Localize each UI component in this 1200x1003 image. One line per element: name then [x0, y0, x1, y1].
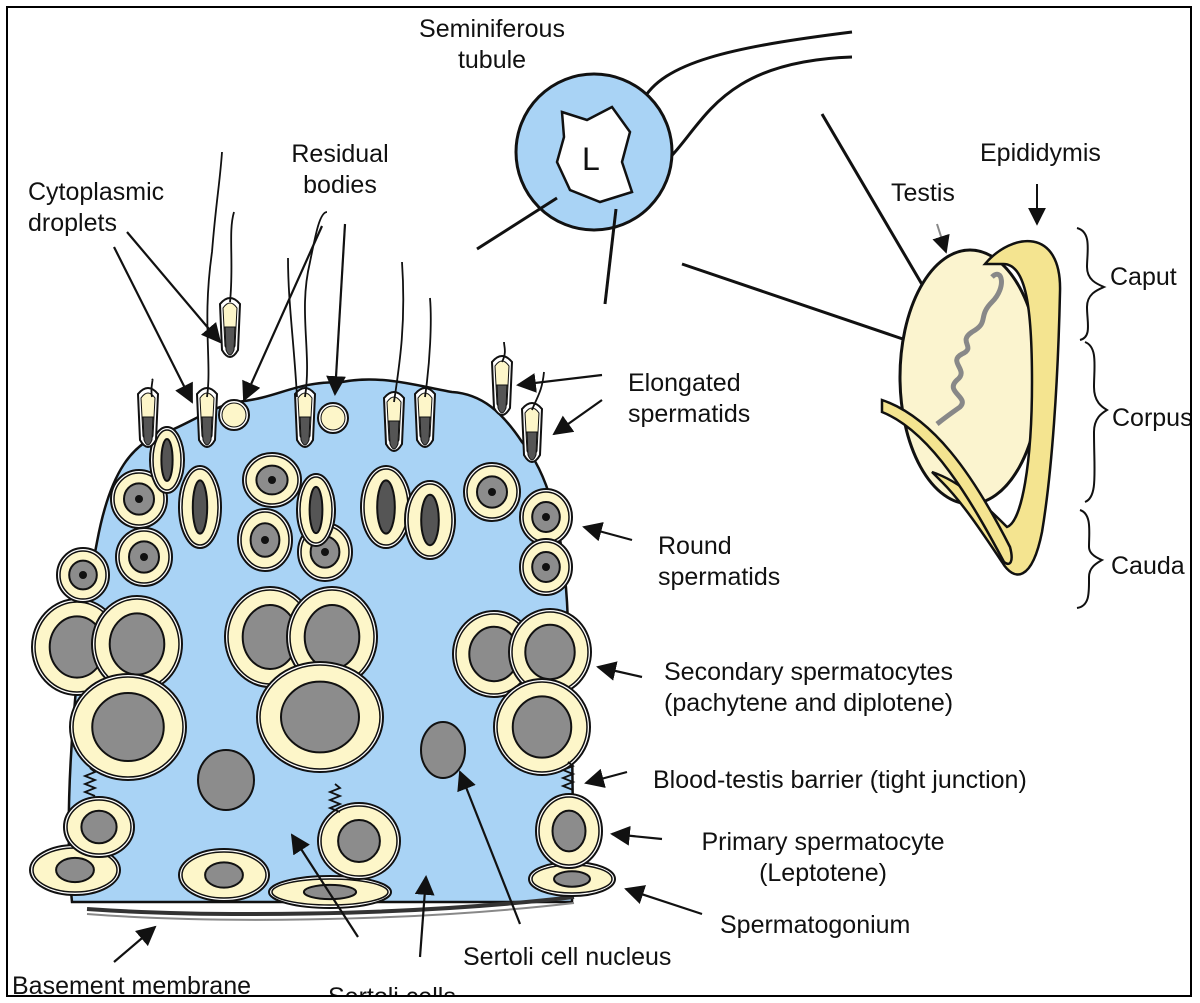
label-residual-bodies: Residual bodies — [270, 139, 410, 201]
diagram-frame: Seminiferous tubule L Residual bodies Cy… — [6, 6, 1192, 997]
label-line: Primary spermatocyte — [688, 827, 958, 858]
elongated-spermatid-head — [143, 417, 153, 445]
round-spermatid-cell-acrosome-dot — [542, 513, 550, 521]
secondary-spermatocyte-cell-nucleus — [281, 682, 359, 753]
label-secondary-spermatocytes: Secondary spermatocytes (pachytene and d… — [664, 657, 953, 719]
label-line: spermatids — [628, 399, 750, 430]
elongating-spermatid-cell-nucleus — [193, 480, 207, 533]
label-spermatogonium: Spermatogonium — [720, 910, 910, 941]
spermatogonium-cell-nucleus — [554, 871, 590, 886]
elongating-spermatid-cell-nucleus — [310, 487, 323, 533]
secondary-spermatocyte-cell-nucleus — [92, 693, 164, 761]
sperm-flagellum — [288, 258, 297, 397]
label-line: (pachytene and diplotene) — [664, 688, 953, 719]
label-corpus: Corpus — [1112, 403, 1192, 434]
label-blood-testis-barrier: Blood-testis barrier (tight junction) — [653, 765, 1027, 796]
round-spermatid-cell-acrosome-dot — [79, 571, 87, 579]
sperm-flagellum — [425, 298, 431, 397]
label-line: Round — [658, 531, 780, 562]
label-line: Seminiferous — [402, 14, 582, 45]
elongated-spermatid-head — [497, 385, 507, 413]
residual-body-core — [222, 403, 246, 427]
residual-body-core — [321, 406, 345, 430]
label-elongated-spermatids: Elongated spermatids — [628, 368, 750, 430]
sertoli-cell-nucleus — [421, 722, 465, 778]
sertoli-cell-nucleus — [198, 750, 254, 810]
lumen-label: L — [582, 141, 600, 178]
secondary-spermatocyte-cell-nucleus — [513, 696, 572, 757]
round-spermatid-cell-acrosome-dot — [488, 488, 496, 496]
label-line: Residual — [270, 139, 410, 170]
elongated-spermatid-head — [202, 417, 212, 445]
spermatogonium-cell-nucleus — [56, 858, 94, 882]
round-spermatid-cell-acrosome-dot — [135, 495, 143, 503]
elongated-spermatid-head — [420, 417, 430, 445]
label-line: bodies — [270, 170, 410, 201]
label-line: Cytoplasmic — [28, 177, 164, 208]
label-line: tubule — [402, 45, 582, 76]
elongated-spermatid-head — [300, 417, 310, 445]
testis-epididymis — [882, 184, 1107, 608]
elongated-spermatid-head — [389, 421, 399, 449]
round-spermatid-cell-acrosome-dot — [542, 563, 550, 571]
label-basement-membrane: Basement membrane — [12, 971, 251, 997]
round-spermatid-cell-acrosome-dot — [261, 536, 269, 544]
label-sertoli-cells: Sertoli cells — [328, 982, 456, 997]
round-spermatid-cell-acrosome-dot — [268, 476, 276, 484]
elongating-spermatid-cell-nucleus — [161, 439, 172, 481]
label-line: spermatids — [658, 562, 780, 593]
sperm-flagellum — [151, 379, 152, 397]
label-line: droplets — [28, 208, 164, 239]
primary-spermatocyte-cell-nucleus — [553, 811, 586, 852]
label-cauda: Cauda — [1111, 551, 1185, 582]
label-primary-spermatocyte: Primary spermatocyte (Leptotene) — [688, 827, 958, 889]
label-line: (Leptotene) — [688, 858, 958, 889]
primary-spermatocyte-cell-nucleus — [338, 820, 380, 862]
label-seminiferous-tubule: Seminiferous tubule — [402, 14, 582, 76]
label-sertoli-cell-nucleus: Sertoli cell nucleus — [463, 942, 671, 973]
label-testis: Testis — [891, 178, 955, 209]
label-epididymis: Epididymis — [980, 138, 1101, 169]
label-line: Secondary spermatocytes — [664, 657, 953, 688]
label-caput: Caput — [1110, 262, 1177, 293]
secondary-spermatocyte-cell-nucleus — [525, 625, 574, 679]
elongated-spermatid-head — [225, 327, 235, 355]
sperm-flagellum — [207, 152, 222, 397]
label-round-spermatids: Round spermatids — [658, 531, 780, 593]
round-spermatid-cell-acrosome-dot — [140, 553, 148, 561]
elongated-spermatid-head — [527, 432, 537, 460]
spermatogonium-cell-nucleus — [205, 862, 243, 887]
label-cytoplasmic-droplets: Cytoplasmic droplets — [28, 177, 164, 239]
secondary-spermatocyte-cell-nucleus — [305, 605, 360, 669]
sperm-flagellum — [230, 212, 234, 302]
primary-spermatocyte-cell-nucleus — [81, 811, 116, 843]
secondary-spermatocyte-cell-nucleus — [110, 613, 165, 674]
round-spermatid-cell-acrosome-dot — [321, 548, 329, 556]
elongating-spermatid-cell-nucleus — [377, 480, 395, 533]
elongating-spermatid-cell-nucleus — [421, 495, 439, 545]
label-line: Elongated — [628, 368, 750, 399]
